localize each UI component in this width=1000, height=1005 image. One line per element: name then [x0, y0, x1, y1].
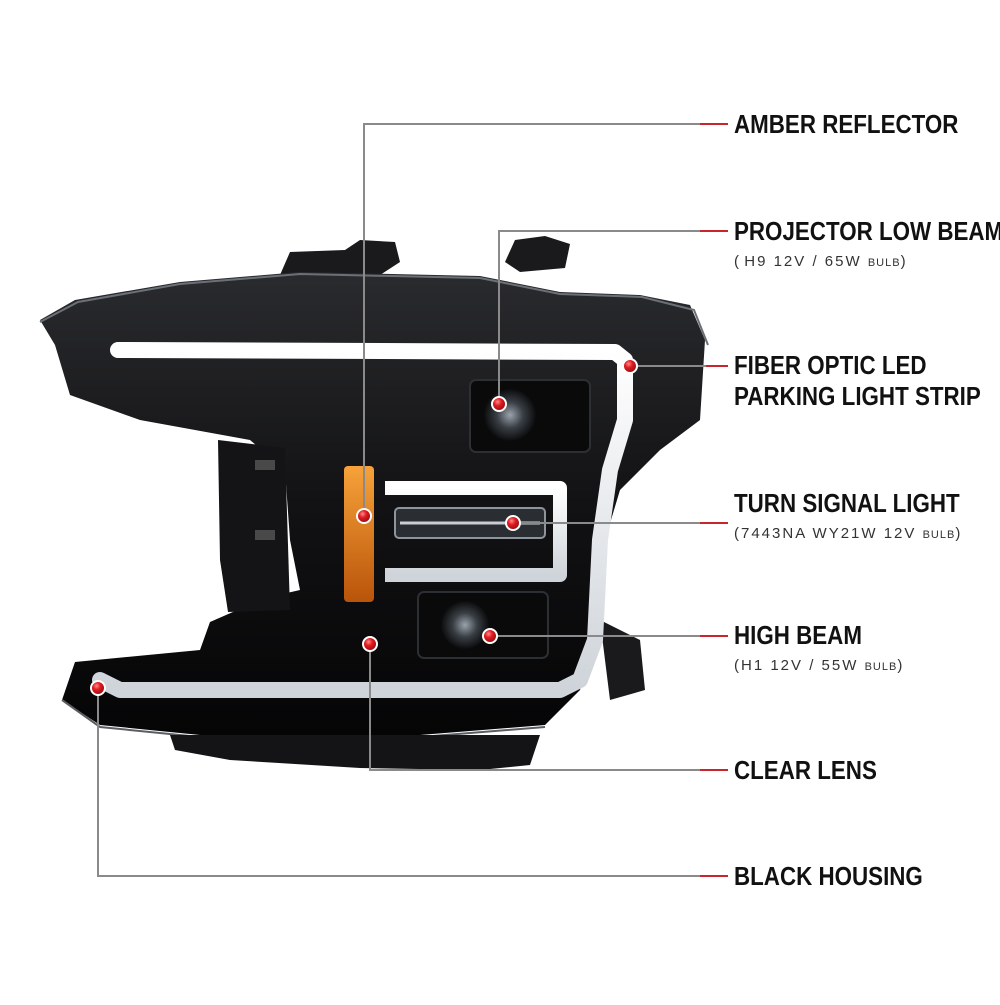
clear-lens-outline	[39, 272, 709, 346]
led-strip-middle	[385, 481, 567, 582]
side-bracket-left	[218, 440, 290, 612]
spec-high-beam-value: H1 12V / 55W	[741, 657, 859, 674]
label-fiber-optic-line1: FIBER OPTIC LED	[734, 350, 927, 380]
led-strip-upper	[92, 342, 633, 698]
high-beam-reflector	[441, 601, 489, 649]
label-projector-low-beam: PROJECTOR LOW BEAM	[734, 216, 1000, 246]
marker-clear-lens	[362, 636, 378, 652]
projector-lens	[484, 389, 536, 441]
spec-projector-low-beam: ( H9 12V / 65W BULB)	[734, 253, 908, 270]
mounting-tab-top-left	[280, 240, 400, 275]
markers	[90, 358, 638, 696]
label-turn-signal: TURN SIGNAL LIGHT	[734, 488, 960, 518]
label-fiber-optic-line2: PARKING LIGHT STRIP	[734, 381, 981, 411]
spec-projector-value: H9 12V / 65W	[744, 253, 862, 270]
marker-black-housing	[90, 680, 106, 696]
label-high-beam: HIGH BEAM	[734, 620, 862, 650]
bracket-slot-2	[255, 530, 275, 540]
spec-high-beam: (H1 12V / 55W BULB)	[734, 657, 905, 674]
leader-lines	[97, 123, 728, 877]
spec-projector-unit: BULB	[867, 257, 901, 269]
spec-high-beam-unit: BULB	[864, 661, 898, 673]
marker-turn-signal	[505, 515, 521, 531]
bracket-slot-1	[255, 460, 275, 470]
mounting-tab-top-right	[505, 236, 570, 272]
label-black-housing: BLACK HOUSING	[734, 861, 923, 891]
headlight-illustration	[39, 236, 709, 770]
marker-fiber-optic	[622, 358, 638, 374]
marker-amber-reflector	[356, 508, 372, 524]
amber-reflector	[344, 466, 374, 602]
leader-clear-lens	[369, 644, 700, 771]
leader-amber-reflector	[363, 123, 700, 516]
marker-projector	[491, 396, 507, 412]
label-amber-reflector: AMBER REFLECTOR	[734, 109, 959, 139]
leader-projector	[498, 230, 700, 404]
spec-turn-signal-unit: BULB	[922, 529, 956, 541]
marker-high-beam	[482, 628, 498, 644]
bottom-bracket	[170, 735, 540, 770]
leader-black-housing	[97, 688, 700, 877]
spec-turn-signal-value: 7443NA WY21W 12V	[741, 525, 917, 542]
mounting-tab-right	[600, 620, 645, 700]
label-clear-lens: CLEAR LENS	[734, 755, 877, 785]
spec-turn-signal: (7443NA WY21W 12V BULB)	[734, 525, 963, 542]
